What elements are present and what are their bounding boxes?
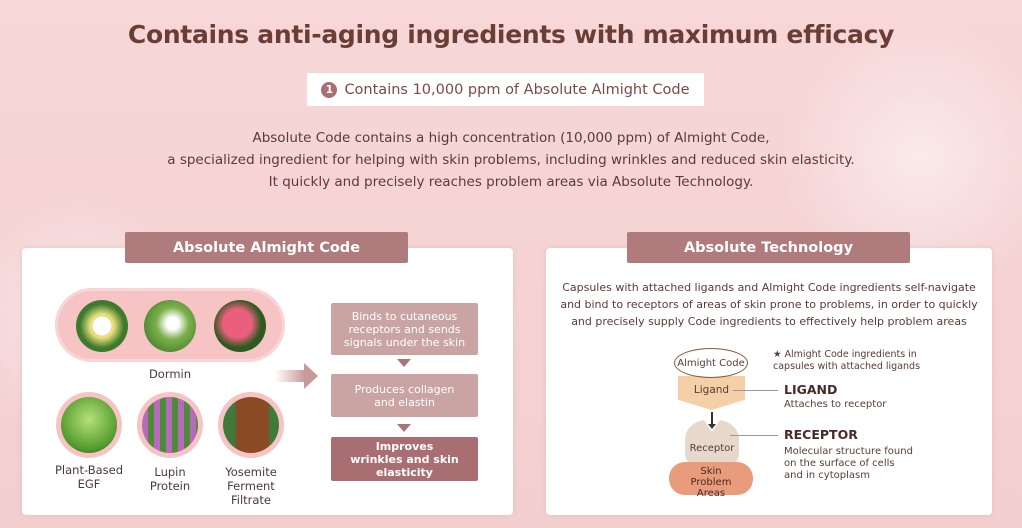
page-title: Contains anti-aging ingredients with max…: [127, 20, 895, 49]
receptor-title: RECEPTOR: [784, 427, 858, 442]
yosemite-ring: [218, 392, 284, 458]
intro-line: a specialized ingredient for helping wit…: [167, 152, 855, 168]
receptor-label: Receptor: [689, 443, 735, 454]
intro-line: It quickly and precisely reaches problem…: [268, 174, 754, 190]
almight-code-oval: Almight Code: [674, 348, 748, 378]
receptor-pointer-line: [730, 435, 778, 436]
ligand-label: Ligand: [693, 384, 730, 396]
lupin-image: [142, 397, 198, 453]
dormin-label: Dormin: [148, 367, 192, 381]
bind-arrow-head-icon: [708, 424, 716, 429]
arrow-down-icon: [397, 359, 411, 367]
highlight-box: 1 Contains 10,000 ppm of Absolute Almigh…: [307, 73, 704, 106]
plant-sprout-image: [61, 397, 117, 453]
ligand-title: LIGAND: [784, 382, 838, 397]
number-badge: 1: [321, 81, 338, 98]
ingredient-label: Yosemite Ferment Filtrate: [225, 465, 277, 507]
ligand-description: Attaches to receptor: [784, 399, 887, 410]
intro-line: Absolute Code contains a high concentrat…: [252, 130, 770, 146]
ingredient-label: Lupin Protein: [149, 465, 191, 493]
highlight-text: Contains 10,000 ppm of Absolute Almight …: [344, 81, 690, 98]
arrow-right-icon: [275, 370, 305, 382]
snowflake-flower-image: [144, 300, 196, 352]
ingredient-label: Plant-Based EGF: [54, 463, 124, 491]
skin-problem-areas: Skin Problem Areas: [669, 462, 753, 499]
lupin-ring: [137, 392, 203, 458]
technology-header: Absolute Technology: [627, 232, 910, 263]
desc-line: and precisely supply Code ingredients to…: [571, 315, 967, 328]
dragon-fruit-image: [214, 300, 266, 352]
egf-ring: [56, 392, 122, 458]
technology-card: [546, 248, 992, 515]
daffodil-image: [76, 300, 128, 352]
receptor-description: Molecular structure found on the surface…: [784, 446, 913, 481]
capsule-note: ★ Almight Code ingredients in capsules w…: [773, 349, 921, 372]
flow-step-2: Produces collagen and elastin: [331, 374, 478, 417]
arrow-right-head-icon: [304, 363, 318, 389]
arrow-down-icon: [397, 424, 411, 432]
intro-text: Absolute Code contains a high concentrat…: [0, 127, 1022, 193]
desc-line: and bind to receptors of areas of skin p…: [560, 298, 978, 311]
almight-code-header: Absolute Almight Code: [125, 232, 408, 263]
sequoia-image: [223, 397, 279, 453]
technology-description: Capsules with attached ligands and Almig…: [546, 279, 992, 330]
ligand-pointer-line: [733, 390, 778, 391]
desc-line: Capsules with attached ligands and Almig…: [562, 281, 976, 294]
flow-step-3: Improves wrinkles and skin elasticity: [331, 437, 478, 481]
flow-step-1: Binds to cutaneous receptors and sends s…: [331, 303, 478, 355]
bind-arrow-icon: [711, 412, 713, 426]
